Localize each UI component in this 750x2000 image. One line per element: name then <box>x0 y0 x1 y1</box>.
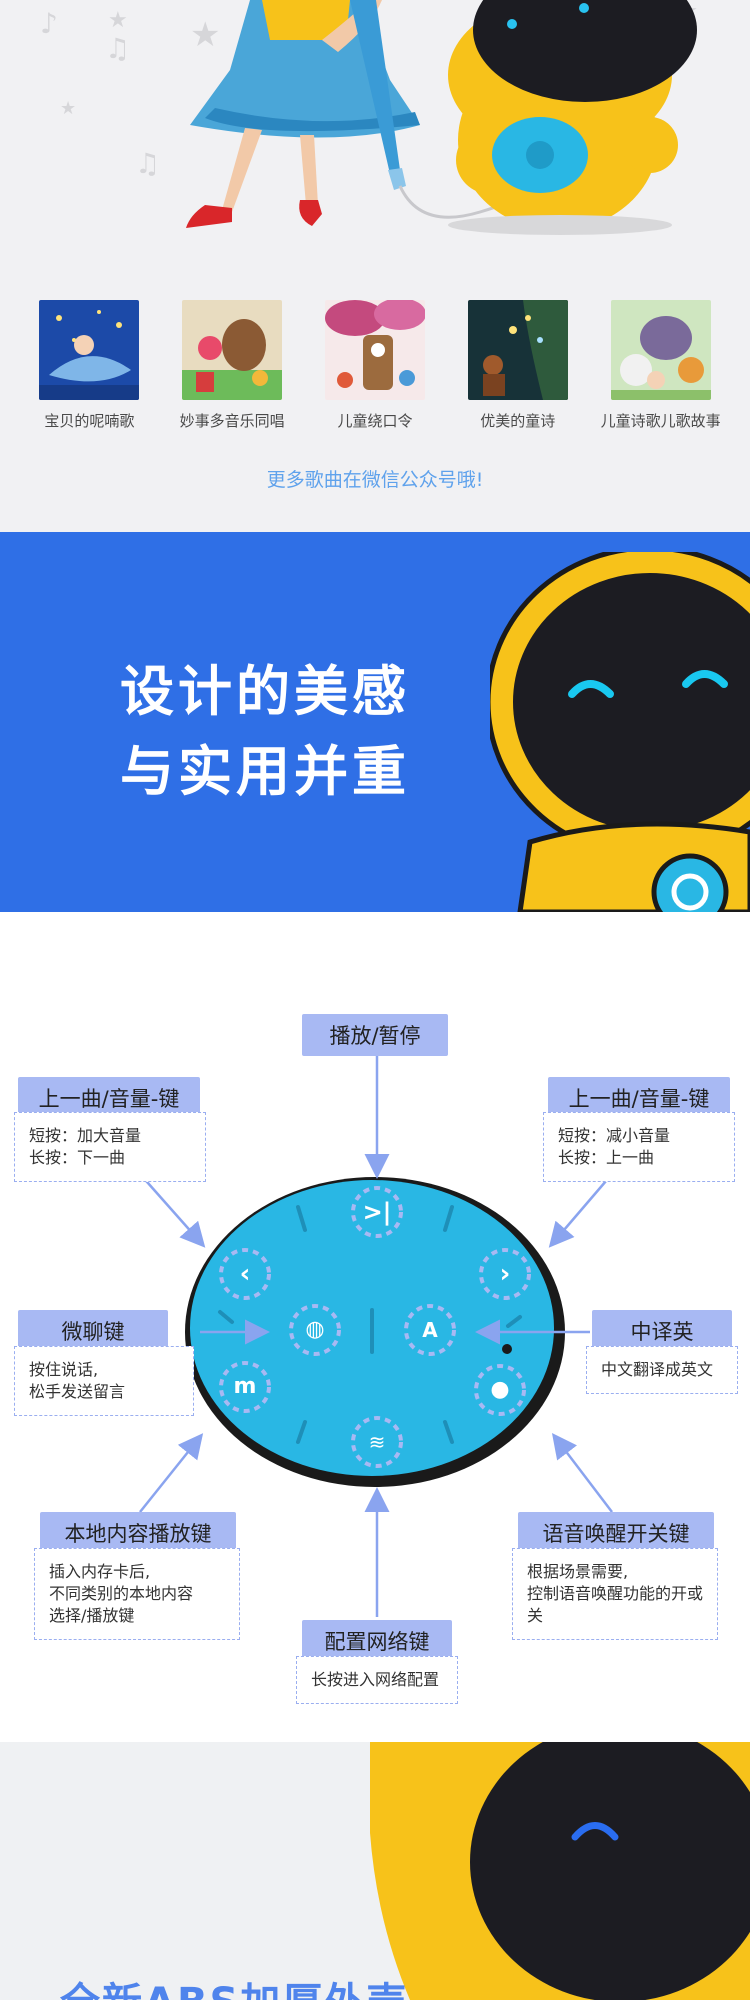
song-category-label: 宝贝的呢喃歌 <box>44 412 135 430</box>
music-note-icon: ♫ <box>135 147 161 180</box>
play-pause-icon[interactable]: >| <box>362 1198 392 1226</box>
star-icon: ★ <box>190 15 221 55</box>
translate-label: 中译英 <box>592 1310 732 1352</box>
wechat-icon[interactable]: ◍ <box>305 1317 325 1342</box>
poem-thumbnail <box>467 300 568 400</box>
hero-illustration <box>186 0 697 235</box>
banner-line-2: 与实用并重 <box>120 740 410 803</box>
product-headline: 全新ABS加厚外壳 <box>60 1970 408 2000</box>
song-category-item[interactable]: 妙事多音乐同唱 <box>164 300 300 431</box>
local-content-icon[interactable]: m <box>233 1374 257 1399</box>
robot-closeup-illustration <box>370 1742 750 2000</box>
hero-section: ♪ ★ ♫ ★ ★ ♫ ★ <box>0 0 750 532</box>
star-icon: ★ <box>108 8 128 33</box>
song-category-item[interactable]: 优美的童诗 <box>450 300 586 431</box>
translate-icon[interactable]: A <box>422 1318 438 1342</box>
tongue-twister-thumbnail <box>324 300 425 400</box>
next-icon[interactable]: › <box>499 1259 511 1289</box>
song-category-label: 儿童诗歌儿歌故事 <box>600 412 721 430</box>
microphone-icon[interactable]: ● <box>490 1377 510 1402</box>
lullaby-thumbnail <box>39 300 140 400</box>
previous-icon[interactable]: ‹ <box>239 1259 251 1289</box>
more-songs-link[interactable]: 更多歌曲在微信公众号哦! <box>266 469 484 491</box>
story-thumbnail <box>610 300 711 400</box>
robot-head-illustration <box>490 552 750 912</box>
local-content-description: 插入内存卡后, 不同类别的本地内容 选择/播放键 <box>34 1548 240 1640</box>
network-config-label: 配置网络键 <box>302 1620 452 1662</box>
design-banner: 设计的美感 与实用并重 <box>0 532 750 912</box>
song-category-item[interactable]: 儿童诗歌儿歌故事 <box>593 300 729 431</box>
music-note-icon: ♫ <box>105 32 131 65</box>
play-pause-label: 播放/暂停 <box>302 1014 448 1056</box>
music-sing-thumbnail <box>182 300 283 400</box>
wifi-icon[interactable]: ≋ <box>368 1430 386 1454</box>
product-section: 全新ABS加厚外壳 <box>0 1742 750 2000</box>
voice-wake-label: 语音唤醒开关键 <box>518 1512 714 1554</box>
prev-left-description: 短按：加大音量 长按：下一曲 <box>14 1112 206 1182</box>
wechat-description: 按住说话, 松手发送留言 <box>14 1346 194 1416</box>
voice-wake-description: 根据场景需要, 控制语音唤醒功能的开或关 <box>512 1548 718 1640</box>
local-content-label: 本地内容播放键 <box>40 1512 236 1554</box>
network-config-description: 长按进入网络配置 <box>296 1656 458 1704</box>
song-category-item[interactable]: 儿童绕口令 <box>307 300 443 431</box>
prev-right-description: 短按：减小音量 长按：上一曲 <box>543 1112 735 1182</box>
star-icon: ★ <box>60 98 77 119</box>
song-category-item[interactable]: 宝贝的呢喃歌 <box>21 300 157 431</box>
button-function-diagram: >| ‹ › ◍ A m ● ≋ 播放/暂停 上一曲/音量-键 短按：加大音量 … <box>0 912 750 1742</box>
translate-description: 中文翻译成英文 <box>586 1346 738 1394</box>
banner-line-1: 设计的美感 <box>120 660 410 723</box>
wechat-label: 微聊键 <box>18 1310 168 1352</box>
diagram-graphics <box>139 1054 613 1617</box>
song-category-label: 儿童绕口令 <box>337 412 413 430</box>
song-category-label: 妙事多音乐同唱 <box>179 412 285 430</box>
song-category-list: 宝贝的呢喃歌 妙事多音乐同唱 儿童绕口令 <box>0 300 750 431</box>
music-note-icon: ♪ <box>40 7 58 40</box>
song-category-label: 优美的童诗 <box>480 412 556 430</box>
